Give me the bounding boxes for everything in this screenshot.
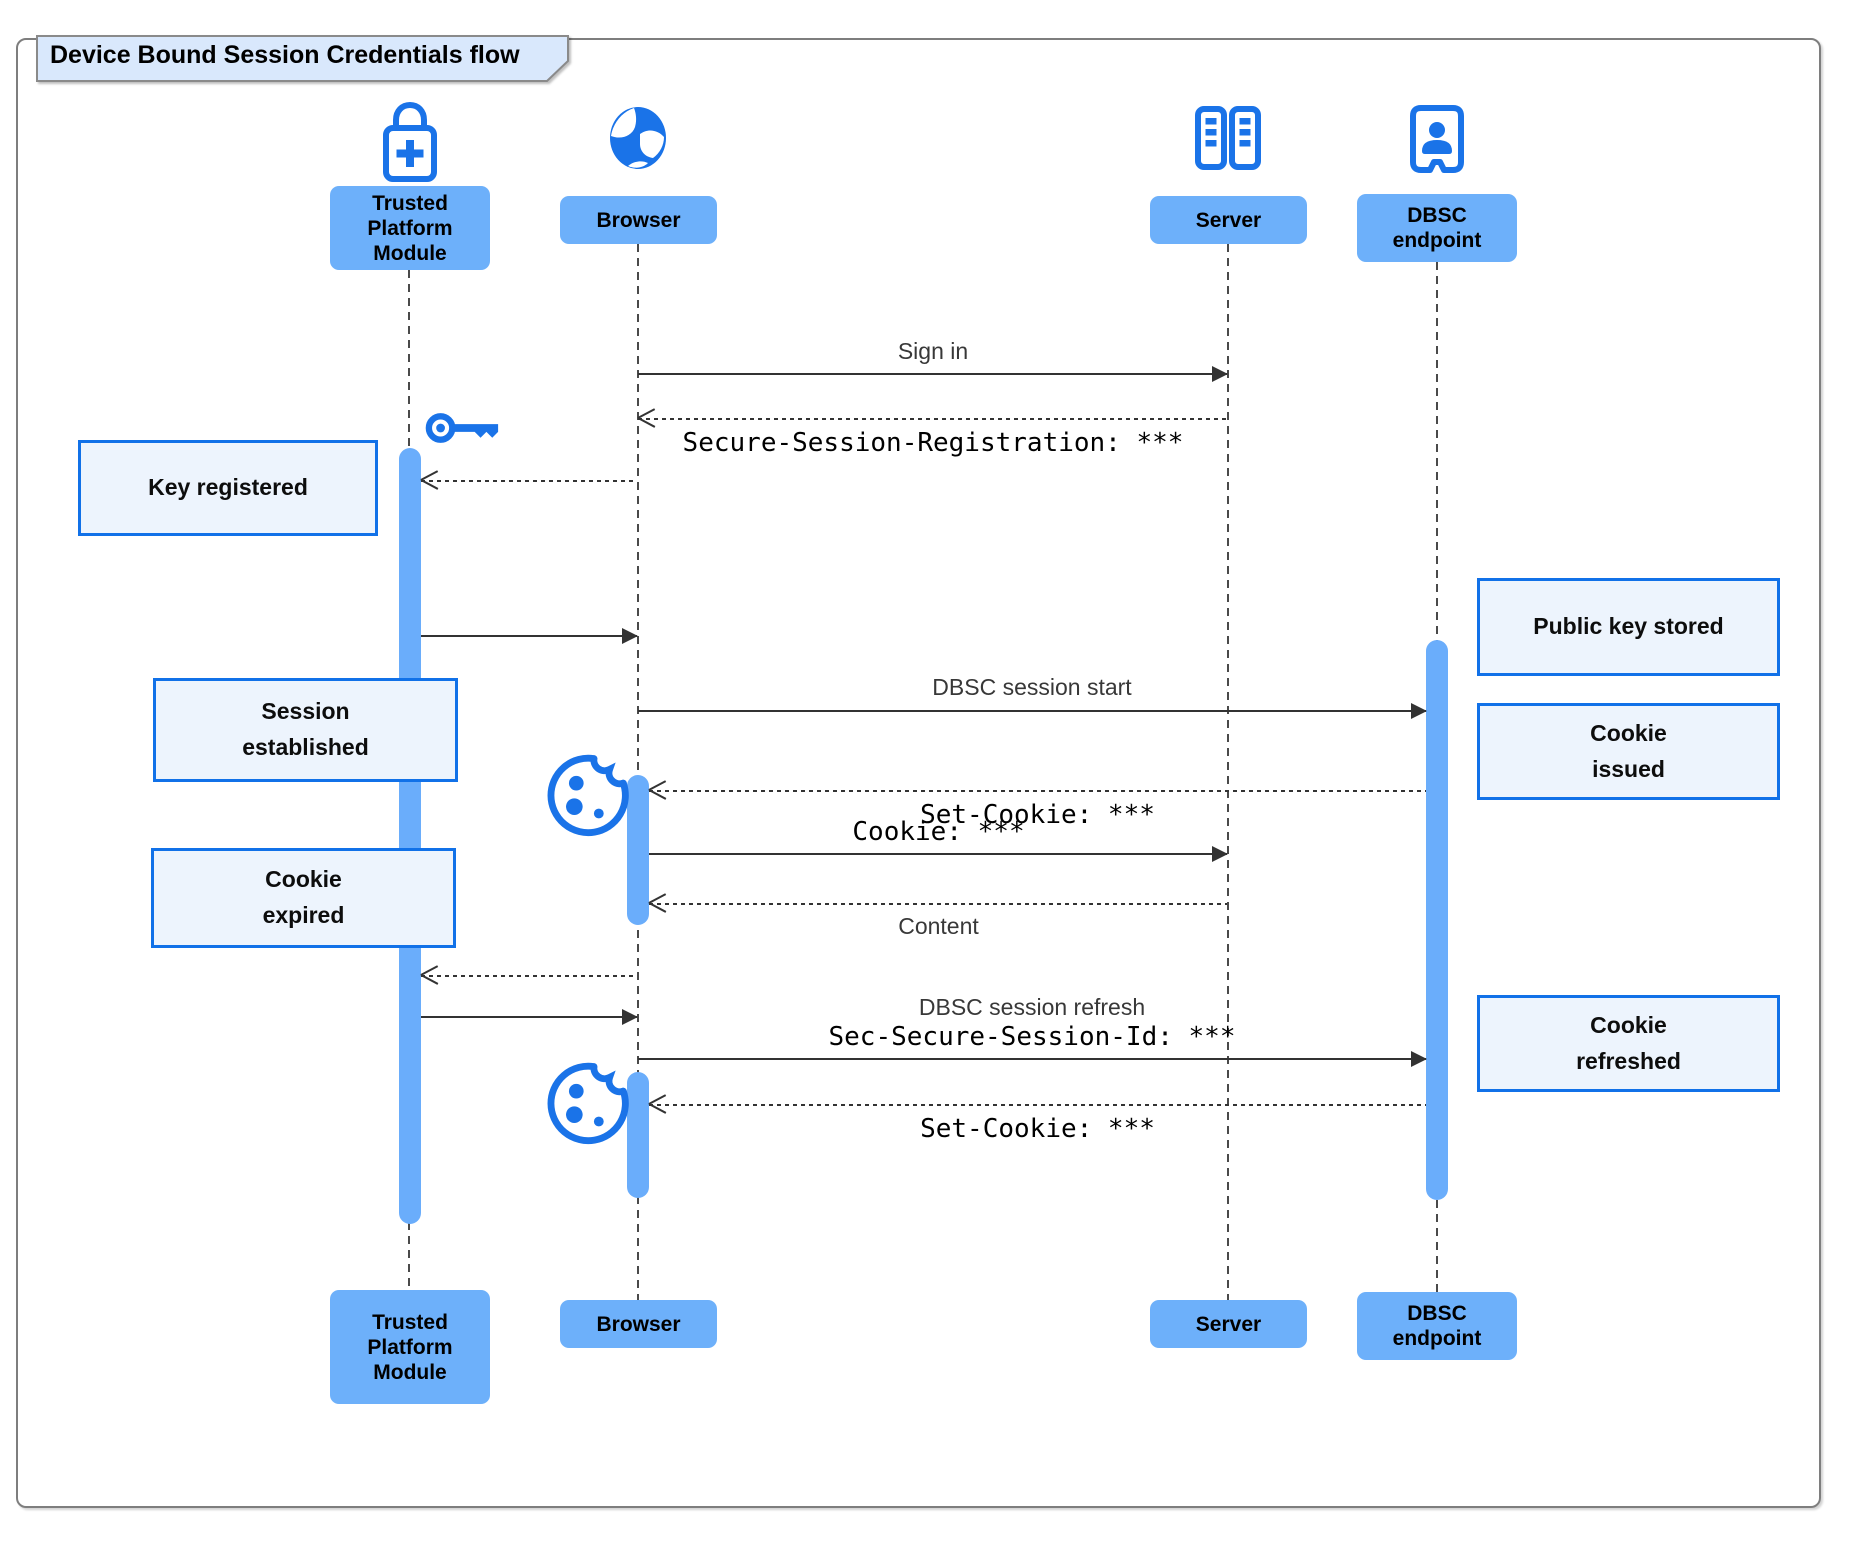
cookie-icon bbox=[547, 754, 629, 837]
server-icon bbox=[1195, 106, 1261, 170]
cookie-icon bbox=[547, 1062, 629, 1145]
message-label-sign-in: Sign in bbox=[897, 338, 969, 364]
actor-tpm-label: Trusted Platform Module bbox=[367, 191, 453, 265]
note-text: Public key stored bbox=[1533, 613, 1724, 640]
actor-server-label: Server bbox=[1195, 208, 1262, 232]
arrow-dbsc-session-refresh bbox=[638, 1051, 1427, 1067]
note-session-established: Session established bbox=[153, 678, 458, 782]
message-label-secure-session-registration: Secure-Session-Registration: *** bbox=[682, 428, 1184, 458]
doorway-person-icon bbox=[1410, 105, 1464, 173]
arrow-sign-in bbox=[638, 366, 1228, 382]
note-public-key-stored: Public key stored bbox=[1477, 578, 1780, 676]
actor-tpm-bottom: Trusted Platform Module bbox=[330, 1290, 490, 1404]
note-cookie-refreshed: Cookie refreshed bbox=[1477, 995, 1780, 1092]
arrow-secure-session-registration bbox=[638, 418, 1227, 420]
diagram-border bbox=[16, 38, 1821, 1508]
globe-icon bbox=[610, 107, 666, 169]
note-text: Cookie issued bbox=[1590, 719, 1667, 782]
message-label-set-cookie-2: Set-Cookie: *** bbox=[920, 1114, 1155, 1144]
message-label-sec-secure-session-id: Sec-Secure-Session-Id: *** bbox=[828, 1022, 1236, 1052]
lifeline-browser bbox=[637, 244, 639, 1300]
note-text: Cookie refreshed bbox=[1576, 1011, 1681, 1074]
note-key-registered: Key registered bbox=[78, 440, 378, 536]
actor-server-top: Server bbox=[1150, 196, 1307, 244]
actor-browser-bottom: Browser bbox=[560, 1300, 717, 1348]
activation-browser-2 bbox=[627, 1072, 649, 1198]
arrow-set-cookie-2 bbox=[649, 1104, 1426, 1106]
title-tab bbox=[36, 35, 570, 88]
arrow-key-response bbox=[421, 628, 638, 644]
note-text: Session established bbox=[242, 698, 369, 760]
arrow-key-request bbox=[421, 480, 637, 482]
message-label-cookie: Cookie: *** bbox=[852, 817, 1025, 847]
lifeline-server bbox=[1227, 244, 1229, 1300]
actor-browser-label: Browser bbox=[596, 208, 681, 232]
activation-browser-1 bbox=[627, 775, 649, 925]
actor-tpm-top: Trusted Platform Module bbox=[330, 186, 490, 270]
arrow-cookie bbox=[649, 846, 1228, 862]
actor-browser-label: Browser bbox=[596, 1312, 681, 1336]
actor-dbsc-label: DBSC endpoint bbox=[1392, 204, 1482, 252]
activation-tpm bbox=[399, 448, 421, 1224]
lock-plus-icon bbox=[383, 101, 437, 182]
title-tab-shape bbox=[36, 35, 569, 82]
diagram-title: Device Bound Session Credentials flow bbox=[50, 41, 520, 69]
actor-server-bottom: Server bbox=[1150, 1300, 1307, 1348]
activation-dbsc bbox=[1426, 640, 1448, 1200]
actor-tpm-label: Trusted Platform Module bbox=[367, 1310, 453, 1384]
arrow-content bbox=[649, 903, 1227, 905]
arrow-dbsc-session-start bbox=[638, 703, 1427, 719]
actor-dbsc-top: DBSC endpoint bbox=[1357, 194, 1517, 262]
key-icon bbox=[425, 413, 499, 443]
message-label-set-cookie-1: Set-Cookie: *** bbox=[920, 800, 1155, 830]
arrow-refresh-key-response bbox=[421, 1009, 638, 1025]
note-cookie-issued: Cookie issued bbox=[1477, 703, 1780, 800]
arrow-set-cookie-1 bbox=[649, 790, 1426, 792]
note-cookie-expired: Cookie expired bbox=[151, 848, 456, 948]
actor-browser-top: Browser bbox=[560, 196, 717, 244]
message-label-dbsc-session-start: DBSC session start bbox=[932, 674, 1132, 700]
note-text: Cookie expired bbox=[262, 866, 345, 928]
actor-server-label: Server bbox=[1195, 1312, 1262, 1336]
actor-dbsc-label: DBSC endpoint bbox=[1392, 1302, 1482, 1350]
arrow-refresh-key-request bbox=[421, 975, 637, 977]
message-label-content: Content bbox=[898, 913, 979, 939]
actor-dbsc-bottom: DBSC endpoint bbox=[1357, 1292, 1517, 1360]
note-text: Key registered bbox=[148, 474, 308, 501]
message-label-dbsc-session-refresh: DBSC session refresh bbox=[918, 994, 1146, 1020]
